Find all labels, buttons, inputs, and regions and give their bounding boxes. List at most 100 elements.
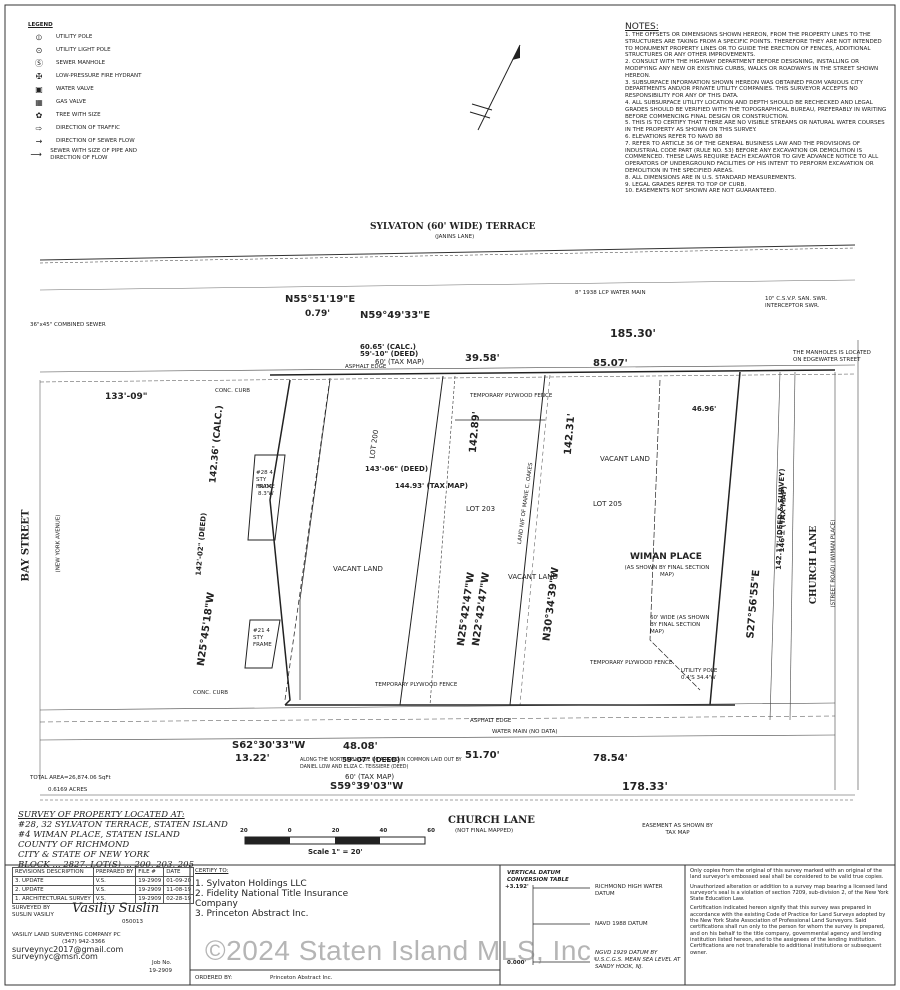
vacant-land-1: VACANT LAND: [333, 565, 383, 573]
scale-label: Scale 1" = 20': [308, 848, 363, 856]
survey-line5: BLOCK ... 2827, LOT(S) ... 200, 203, 205: [18, 860, 194, 870]
sewer-pipe-icon: ⟶: [30, 150, 42, 159]
legend-label: GAS VALVE: [56, 99, 87, 105]
mls-watermark: ©2024 Staten Island MLS, Inc.: [205, 935, 600, 966]
survey-line1: #28, 32 SYLVATON TERRACE, STATEN ISLAND: [18, 820, 228, 830]
bearing-top2: N59°49'33"E: [360, 310, 431, 321]
job-number: 19-2909: [149, 968, 172, 974]
legend: LEGEND ⦶UTILITY POLE ⊙ UTILITY LIGHT POLE Ⓢ…: [28, 22, 158, 161]
note-item: 8. ALL DIMENSIONS ARE IN U.S. STANDARD M…: [625, 174, 797, 181]
dist-17833: 178.33': [622, 780, 668, 793]
datum-title: VERTICAL DATUM CONVERSION TABLE: [507, 870, 569, 883]
sewer-manhole-icon: Ⓢ: [35, 59, 43, 68]
road-note: ALONG THE NORTHERLY SIDE OF A ROAD IN CO…: [300, 758, 462, 770]
sixty-wide-note: 60' WIDE (AS SHOWN BY FINAL SECTION MAP): [650, 615, 710, 635]
ordered-by: Princeton Abstract Inc.: [270, 975, 333, 981]
dist-5170: 51.70': [465, 750, 500, 761]
dist-60tax: 60' (TAX MAP): [375, 358, 425, 366]
legend-label: WATER VALVE: [56, 86, 94, 92]
dist-18530: 185.30': [610, 327, 656, 340]
street-bay-sub: (NEW YORK AVENUE): [55, 514, 62, 573]
bearing-bot1: S62°30'33"W: [232, 740, 306, 751]
bldg-label: BLDG 8.3'W: [258, 484, 274, 497]
note-item: 1. THE OFFSETS OR DIMENSIONS SHOWN HEREO…: [625, 32, 882, 59]
scale-ticks: 20 0 20 40 60: [240, 828, 435, 835]
rev-cell: 3. UPDATE: [12, 876, 94, 886]
note-item: 3. SUBSURFACE INFORMATION SHOWN HEREON W…: [625, 79, 863, 100]
acres: 0.6169 ACRES: [48, 787, 88, 793]
dist-5910: 59'-10" (DEED): [360, 350, 419, 358]
surveyor-block: SURVEYED BY SUSLIN VASILIY Vasiliy Susli…: [12, 902, 187, 974]
certify-block: CERTIFY TO: 1. Sylvaton Holdings LLC 2. …: [195, 868, 495, 919]
legend-row: ⊙ UTILITY LIGHT POLE: [28, 44, 158, 57]
scale-bar: [244, 836, 426, 845]
manholes-note: THE MANHOLES IS LOCATED ON EDGEWATER STR…: [793, 350, 871, 363]
dist-13309: 133'-09": [105, 392, 148, 402]
dist-1322: 13.22': [235, 753, 270, 764]
street-sylvaton: SYLVATON (60' WIDE) TERRACE: [370, 222, 536, 232]
rev-header: FILE #: [135, 867, 165, 877]
interceptor-sewer: 10" C.S.V.P. SAN. SWR. INTERCEPTOR SWR.: [765, 296, 828, 309]
utility-pole-note: UTILITY POLE 0.4'S 34.4'W: [681, 668, 718, 681]
house-28: #28 4 STY FRAME: [256, 470, 275, 490]
gas-valve-icon: ▦: [35, 98, 43, 107]
legend-row: ✿TREE WITH SIZE: [28, 109, 158, 122]
street-wiman: WIMAN PLACE: [630, 552, 702, 562]
street-wiman-sub: (AS SHOWN BY FINAL SECTION MAP): [624, 565, 710, 578]
conc-curb-1: CONC. CURB: [215, 388, 251, 394]
legend-row: → DIRECTION OF SEWER FLOW: [28, 135, 158, 148]
survey-line4: CITY & STATE OF NEW YORK: [18, 850, 150, 860]
dist-60b: 60' (TAX MAP): [345, 773, 395, 781]
dist-3958: 39.58': [465, 353, 500, 364]
legend-row: ⟶ SEWER WITH SIZE OF PIPE AND DIRECTION O…: [28, 148, 158, 161]
scale-tick: 0: [287, 828, 292, 834]
notes-list: 1. THE OFFSETS OR DIMENSIONS SHOWN HEREO…: [625, 32, 890, 195]
legend-row: ⦶UTILITY POLE: [28, 31, 158, 44]
temp-fence-2: TEMPORARY PLYWOOD FENCE: [590, 660, 673, 666]
asphalt-edge-2: ASPHALT EDGE: [470, 718, 512, 724]
north-arrow-icon: [469, 44, 521, 131]
utility-light-pole-icon: ⊙: [35, 46, 43, 55]
table-row: 1. ARCHITECTURAL SURVEY V.S. 19-2909 02-…: [12, 894, 195, 904]
datum-top-label: RICHMOND HIGH WATER DATUM: [595, 884, 663, 897]
conc-curb-2: CONC. CURB: [193, 690, 229, 696]
dist-8507: 85.07': [593, 358, 628, 369]
legend-items: ⦶UTILITY POLE ⊙ UTILITY LIGHT POLE Ⓢ SEWER M…: [28, 31, 158, 161]
rev-header: PREPARED BY: [92, 867, 137, 877]
legend-label: SEWER WITH SIZE OF PIPE AND DIRECTION OF…: [50, 147, 137, 161]
legend-row: ✠LOW-PRESSURE FIRE HYDRANT: [28, 70, 158, 83]
traffic-arrow-icon: ⇨: [35, 124, 43, 133]
legal-p2: Unauthorized alteration or addition to a…: [690, 883, 889, 903]
survey-line3: COUNTY OF RICHMOND: [18, 840, 130, 850]
sewer-flow-icon: →: [35, 137, 43, 146]
scale-tick: 20: [240, 828, 248, 834]
survey-description: SURVEY OF PROPERTY LOCATED AT: #28, 32 S…: [18, 810, 228, 870]
bearing-bot2: S59°39'03"W: [330, 781, 404, 792]
legend-label: UTILITY LIGHT POLE: [56, 47, 111, 53]
bearing-top: N55°51'19"E: [285, 294, 356, 305]
asphalt-edge-1: ASPHALT EDGE: [345, 364, 387, 370]
dist-4696: 46.96': [692, 405, 717, 413]
legend-label: TREE WITH SIZE: [56, 112, 101, 118]
certify-item: 1. Sylvaton Holdings LLC: [195, 879, 307, 889]
dist-7854: 78.54': [593, 753, 628, 764]
scale-tick: 20: [331, 828, 340, 834]
easement-note: EASEMENT AS SHOWN BY TAX MAP: [642, 823, 713, 836]
dist-14306: 143'-06" (DEED): [365, 465, 429, 473]
legend-title: LEGEND: [28, 22, 53, 28]
legend-label: SEWER MANHOLE: [56, 60, 106, 66]
table-row: 3. UPDATE V.S. 19-2909 01-09-20: [12, 876, 195, 886]
temp-fence-3: TEMPORARY PLYWOOD FENCE: [375, 682, 458, 688]
scale-tick: 40: [379, 828, 388, 834]
datum-bot-label: NGVD 1929 DATUM BY U.S.C.G.S. MEAN SEA L…: [595, 950, 681, 970]
rev-cell: 02-28-19: [163, 894, 195, 904]
note-item: 10. EASEMENTS NOT SHOWN ARE NOT GUARANTE…: [625, 188, 777, 195]
utility-pole-icon: ⦶: [36, 32, 42, 42]
temp-fence-1: TEMPORARY PLYWOOD FENCE: [470, 393, 553, 399]
legend-label: DIRECTION OF SEWER FLOW: [56, 138, 135, 144]
note-item: 2. CONSULT WITH THE HIGHWAY DEPARTMENT B…: [625, 59, 879, 79]
legal-block: Only copies from the original of this su…: [690, 868, 890, 956]
note-item: 6. ELEVATIONS REFER TO NAVD 88: [625, 133, 723, 140]
legend-label: DIRECTION OF TRAFFIC: [56, 125, 120, 131]
